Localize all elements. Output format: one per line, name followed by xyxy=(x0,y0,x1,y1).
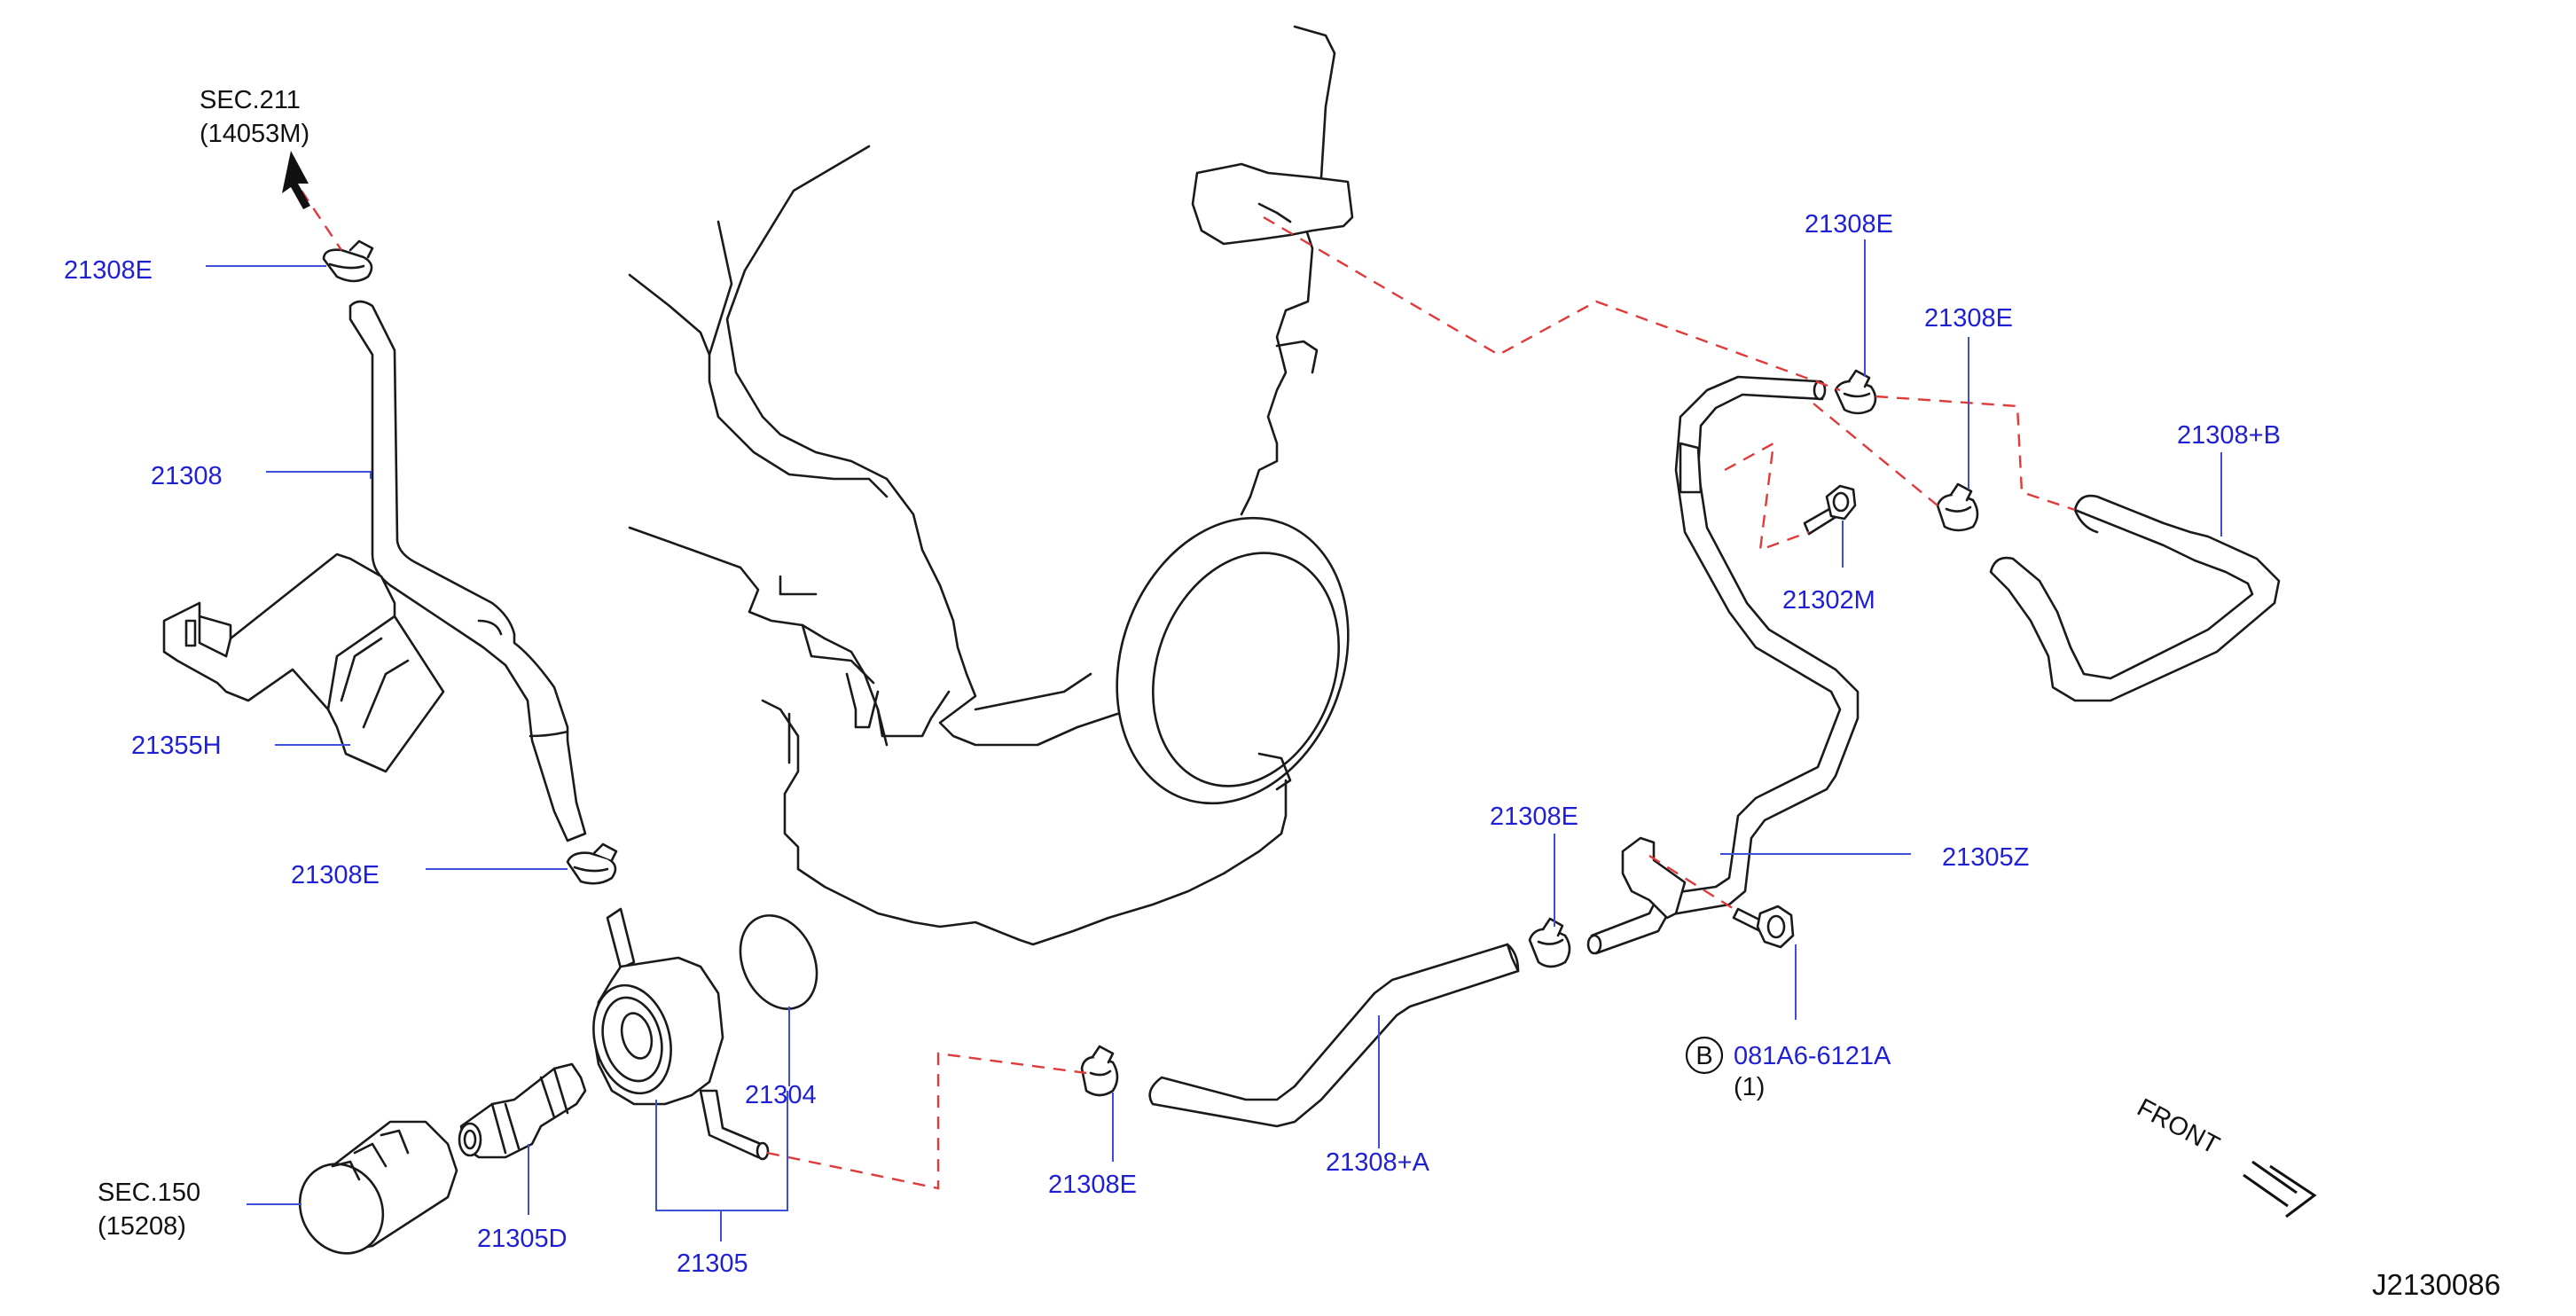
label-gasket-21304: 21304 xyxy=(745,1081,817,1109)
front-arrow-icon xyxy=(2243,1160,2317,1218)
label-clamp-top-left: 21308E xyxy=(64,256,153,285)
reference-sec211: SEC.211 (14053M) xyxy=(200,86,310,209)
oil-cooler-21305 xyxy=(592,907,770,1161)
clamp-21308e-mid-left xyxy=(566,842,618,885)
oil-filter-sec150 xyxy=(298,1120,458,1255)
clamp-21308e-bottom-mid xyxy=(1080,1045,1119,1097)
clamp-21308e-top-right-1 xyxy=(1834,369,1877,415)
bolt-callout: B 081A6-6121A (1) xyxy=(1685,1036,1891,1101)
label-bolt-21302m: 21302M xyxy=(1782,586,1875,615)
label-pipe-21305z: 21305Z xyxy=(1942,843,2029,872)
bolt-marker-circle xyxy=(1685,1036,1724,1075)
label-bolt-part: 081A6-6121A xyxy=(1734,1042,1891,1070)
ref-sec150-sub-label: (15208) xyxy=(98,1212,186,1241)
arrow-up-icon xyxy=(282,151,310,209)
bolt-marker-label: B xyxy=(1695,1042,1712,1070)
bolt-21302m xyxy=(1803,484,1857,536)
ref-sec150-label: SEC.150 xyxy=(98,1179,200,1207)
label-clamp-mid-right: 21308E xyxy=(1490,803,1578,831)
clamp-21308e-top-left xyxy=(322,239,374,283)
label-clamp-bottom-mid: 21308E xyxy=(1048,1171,1137,1199)
gasket-21304 xyxy=(739,914,818,1010)
label-oil-cooler-21305: 21305 xyxy=(677,1249,748,1278)
reference-sec150: SEC.150 (15208) xyxy=(98,1179,200,1241)
hose-21308a xyxy=(1148,943,1520,1128)
connector-21305d xyxy=(458,1062,587,1159)
ref-sec211-label: SEC.211 xyxy=(200,86,301,114)
connection-lines xyxy=(301,190,2076,1190)
label-bolt-qty: (1) xyxy=(1734,1073,1765,1101)
label-bracket-21355h: 21355H xyxy=(131,732,222,760)
clamp-21308e-mid-right xyxy=(1528,917,1571,968)
label-clamp-mid-left: 21308E xyxy=(291,861,380,889)
label-hose-21308a: 21308+A xyxy=(1326,1148,1430,1177)
engine-block-outline xyxy=(628,25,1354,946)
label-connector-21305d: 21305D xyxy=(477,1225,568,1253)
ref-sec211-sub-label: (14053M) xyxy=(200,120,309,148)
front-direction-indicator: FRONT xyxy=(2133,1093,2317,1218)
pipe-21305z xyxy=(1586,375,1860,955)
clamp-21308e-top-right-2 xyxy=(1936,482,1979,532)
bracket-21355h xyxy=(162,552,445,773)
hose-21308b xyxy=(1989,494,2281,702)
label-clamp-top-right-1: 21308E xyxy=(1805,210,1893,239)
leader-lines xyxy=(206,239,2222,1242)
label-hose-21308: 21308 xyxy=(151,462,223,490)
label-clamp-top-right-2: 21308E xyxy=(1924,304,2013,333)
front-label: FRONT xyxy=(2133,1093,2224,1160)
bolt-081a6-6121a xyxy=(1732,905,1795,949)
label-hose-21308b: 21308+B xyxy=(2177,421,2281,450)
hose-21308 xyxy=(348,300,587,842)
diagram-id: J2130086 xyxy=(2372,1268,2501,1301)
